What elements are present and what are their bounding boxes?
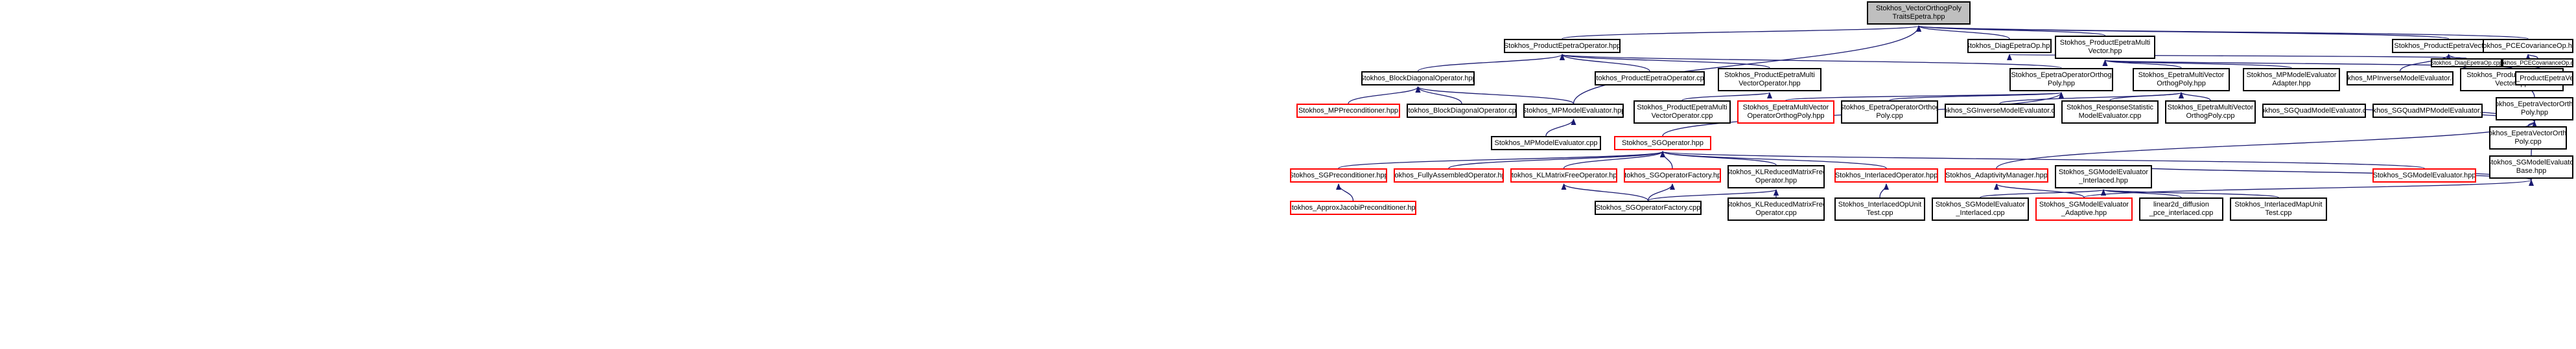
node-interlaced-operator-hpp[interactable]: Stokhos_InterlacedOperator.hpp <box>1834 168 1938 183</box>
edge-38 <box>1660 151 1887 169</box>
edge-10 <box>1560 54 1650 72</box>
edge-48 <box>1980 189 2106 198</box>
edge-50 <box>2083 179 2534 198</box>
node-product-epetra-operator-cpp[interactable]: Stokhos_ProductEpetraOperator.cpp <box>1595 71 1705 85</box>
node-sg-model-evaluator-interlaced-hpp[interactable]: Stokhos_SGModelEvaluator _Interlaced.hpp <box>2055 165 2152 188</box>
edge-52 <box>2101 189 2279 198</box>
edge-53 <box>1660 151 2425 169</box>
node-kl-reduced-matrix-free-operator-cpp[interactable]: Stokhos_KLReducedMatrixFree Operator.cpp <box>1727 197 1825 221</box>
node-epetra-vector-orthog-poly-hpp[interactable]: Stokhos_EpetraVectorOrthog Poly.hpp <box>2496 97 2573 120</box>
edge-45 <box>1647 189 1779 201</box>
node-product-epetra-vector-cpp[interactable]: Stokhos_ProductEpetraVector.cpp <box>2515 71 2573 85</box>
edge-32 <box>1545 118 1576 137</box>
node-epetra-operator-orthog-poly-hpp[interactable]: Stokhos_EpetraOperatorOrthog Poly.hpp <box>2009 68 2113 91</box>
edge-26 <box>2179 92 2211 101</box>
node-sg-quad-mp-model-evaluator-cpp[interactable]: Stokhos_SGQuadMPModelEvaluator.cpp <box>2372 104 2483 118</box>
node-sg-operator-hpp[interactable]: Stokhos_SGOperator.hpp <box>1614 136 1711 150</box>
edge-34 <box>1448 151 1665 169</box>
edge-0 <box>1562 25 1921 39</box>
node-sg-quad-model-evaluator-cpp[interactable]: Stokhos_SGQuadModelEvaluator.cpp <box>2262 104 2366 118</box>
edge-6 <box>1560 54 2062 69</box>
node-epetra-multivector-orthog-poly-cpp[interactable]: Stokhos_EpetraMultiVector OrthogPoly.cpp <box>2165 100 2256 124</box>
edge-47 <box>1879 183 1889 198</box>
edge-2 <box>1916 25 2450 39</box>
node-kl-reduced-matrix-free-operator-hpp[interactable]: Stokhos_KLReducedMatrixFree Operator.hpp <box>1727 165 1825 188</box>
edge-17 <box>2525 54 2538 61</box>
node-linear2d-diffusion-pce-interlaced-cpp[interactable]: linear2d_diffusion _pce_interlaced.cpp <box>2139 197 2223 221</box>
node-response-statistic-model-evaluator-cpp[interactable]: Stokhos_ResponseStatistic ModelEvaluator… <box>2061 100 2159 124</box>
node-block-diagonal-operator-hpp[interactable]: Stokhos_BlockDiagonalOperator.hpp <box>1361 71 1475 85</box>
node-sg-model-evaluator-adaptive-hpp[interactable]: Stokhos_SGModelEvaluator _Adaptive.hpp <box>2035 197 2133 221</box>
edge-25 <box>2109 92 2184 101</box>
edge-42 <box>1336 183 1354 201</box>
node-mp-model-evaluator-cpp[interactable]: Stokhos_MPModelEvaluator.cpp <box>1491 136 1601 150</box>
node-epetra-operator-orthog-poly-cpp[interactable]: Stokhos_EpetraOperatorOrthog Poly.cpp <box>1841 100 1938 124</box>
edge-21 <box>1681 92 1772 101</box>
node-sg-model-evaluator-hpp[interactable]: Stokhos_SGModelEvaluator.hpp <box>2372 168 2476 183</box>
edge-9 <box>1417 54 1565 72</box>
node-fully-assembled-operator-hpp[interactable]: Stokhos_FullyAssembledOperator.hpp <box>1394 168 1504 183</box>
node-adaptivity-manager-hpp[interactable]: Stokhos_AdaptivityManager.hpp <box>1945 168 2048 183</box>
node-epetra-multivector-operator-orthog-poly-hpp[interactable]: Stokhos_EpetraMultiVector OperatorOrthog… <box>1737 100 1834 124</box>
node-product-epetra-operator-hpp[interactable]: Stokhos_ProductEpetraOperator.hpp <box>1504 39 1621 53</box>
node-pce-covariance-op-hpp[interactable]: Stokhos_PCECovarianceOp.hpp <box>2483 39 2573 53</box>
node-product-epetra-multivector-hpp[interactable]: Stokhos_ProductEpetraMulti Vector.hpp <box>2055 36 2155 59</box>
node-sg-inverse-model-evaluator-cpp[interactable]: Stokhos_SGInverseModelEvaluator.cpp <box>1945 104 2055 118</box>
node-block-diagonal-operator-cpp[interactable]: Stokhos_BlockDiagonalOperator.cpp <box>1407 104 1517 118</box>
node-product-epetra-multivector-operator-cpp[interactable]: Stokhos_ProductEpetraMulti VectorOperato… <box>1633 100 1731 124</box>
node-diag-epetra-op-cpp[interactable]: Stokhos_DiagEpetraOp.cpp <box>2431 58 2502 67</box>
edge-16 <box>2009 54 2467 61</box>
node-sg-model-evaluator-base-hpp[interactable]: Stokhos_SGModelEvaluator Base.hpp <box>2489 155 2573 179</box>
edge-20 <box>1415 86 1575 104</box>
edge-3 <box>1916 25 2010 39</box>
node-epetra-multivector-orthog-poly-hpp[interactable]: Stokhos_EpetraMultiVector OrthogPoly.hpp <box>2133 68 2230 91</box>
edge-18 <box>1348 86 1421 104</box>
node-mp-preconditioner-hpp[interactable]: Stokhos_MPPreconditioner.hpp <box>1296 104 1400 118</box>
edge-43 <box>1647 183 1675 201</box>
node-pce-covariance-op-cpp[interactable]: Stokhos_PCECovarianceOp.cpp <box>2502 58 2573 67</box>
edge-35 <box>1563 151 1665 169</box>
edge-44 <box>1561 183 1649 201</box>
node-sg-preconditioner-hpp[interactable]: Stokhos_SGPreconditioner.hpp <box>1290 168 1387 183</box>
edge-12 <box>2103 60 2292 69</box>
node-sg-model-evaluator-interlaced-cpp[interactable]: Stokhos_SGModelEvaluator _Interlaced.cpp <box>1932 197 2029 221</box>
node-epetra-vector-orthog-poly-cpp[interactable]: Stokhos_EpetraVectorOrthog Poly.cpp <box>2489 126 2567 150</box>
edge-39 <box>1996 121 2537 169</box>
node-mp-inverse-model-evaluator-cpp[interactable]: Stokhos_MPInverseModelEvaluator.cpp <box>2347 71 2453 85</box>
node-sg-operator-factory-cpp[interactable]: Stokhos_SGOperatorFactory.cpp <box>1595 201 1702 215</box>
node-mp-model-evaluator-hpp[interactable]: Stokhos_MPModelEvaluator.hpp <box>1523 104 1624 118</box>
node-interlaced-map-unit-test-cpp[interactable]: Stokhos_InterlacedMapUnit Test.cpp <box>2230 197 2327 221</box>
edge-23 <box>1889 92 2064 101</box>
node-diag-epetra-op-hpp[interactable]: Stokhos_DiagEpetraOp.hpp <box>1967 39 2052 53</box>
edge-22 <box>1785 92 2064 101</box>
node-kl-matrix-free-operator-hpp[interactable]: Stokhos_KLMatrixFreeOperator.hpp <box>1510 168 1617 183</box>
edge-33 <box>1338 151 1665 169</box>
node-interlaced-op-unit-test-cpp[interactable]: Stokhos_InterlacedOpUnit Test.cpp <box>1834 197 1925 221</box>
edge-49 <box>1994 183 2085 198</box>
node-product-epetra-vector-hpp[interactable]: Stokhos_ProductEpetraVector.hpp <box>2392 39 2505 53</box>
node-sg-operator-factory-hpp[interactable]: Stokhos_SGOperatorFactory.hpp <box>1624 168 1721 183</box>
node-approx-jacobi-preconditioner-hpp[interactable]: Stokhos_ApproxJacobiPreconditioner.hpp <box>1290 201 1416 215</box>
node-root[interactable]: Stokhos_VectorOrthogPoly TraitsEpetra.hp… <box>1867 1 1971 25</box>
edge-11 <box>1560 54 1770 69</box>
edge-4 <box>1916 25 2529 39</box>
node-mp-model-evaluator-adapter-hpp[interactable]: Stokhos_MPModelEvaluator Adapter.hpp <box>2243 68 2340 91</box>
node-product-epetra-multivector-operator-hpp[interactable]: Stokhos_ProductEpetraMulti VectorOperato… <box>1718 68 1821 91</box>
